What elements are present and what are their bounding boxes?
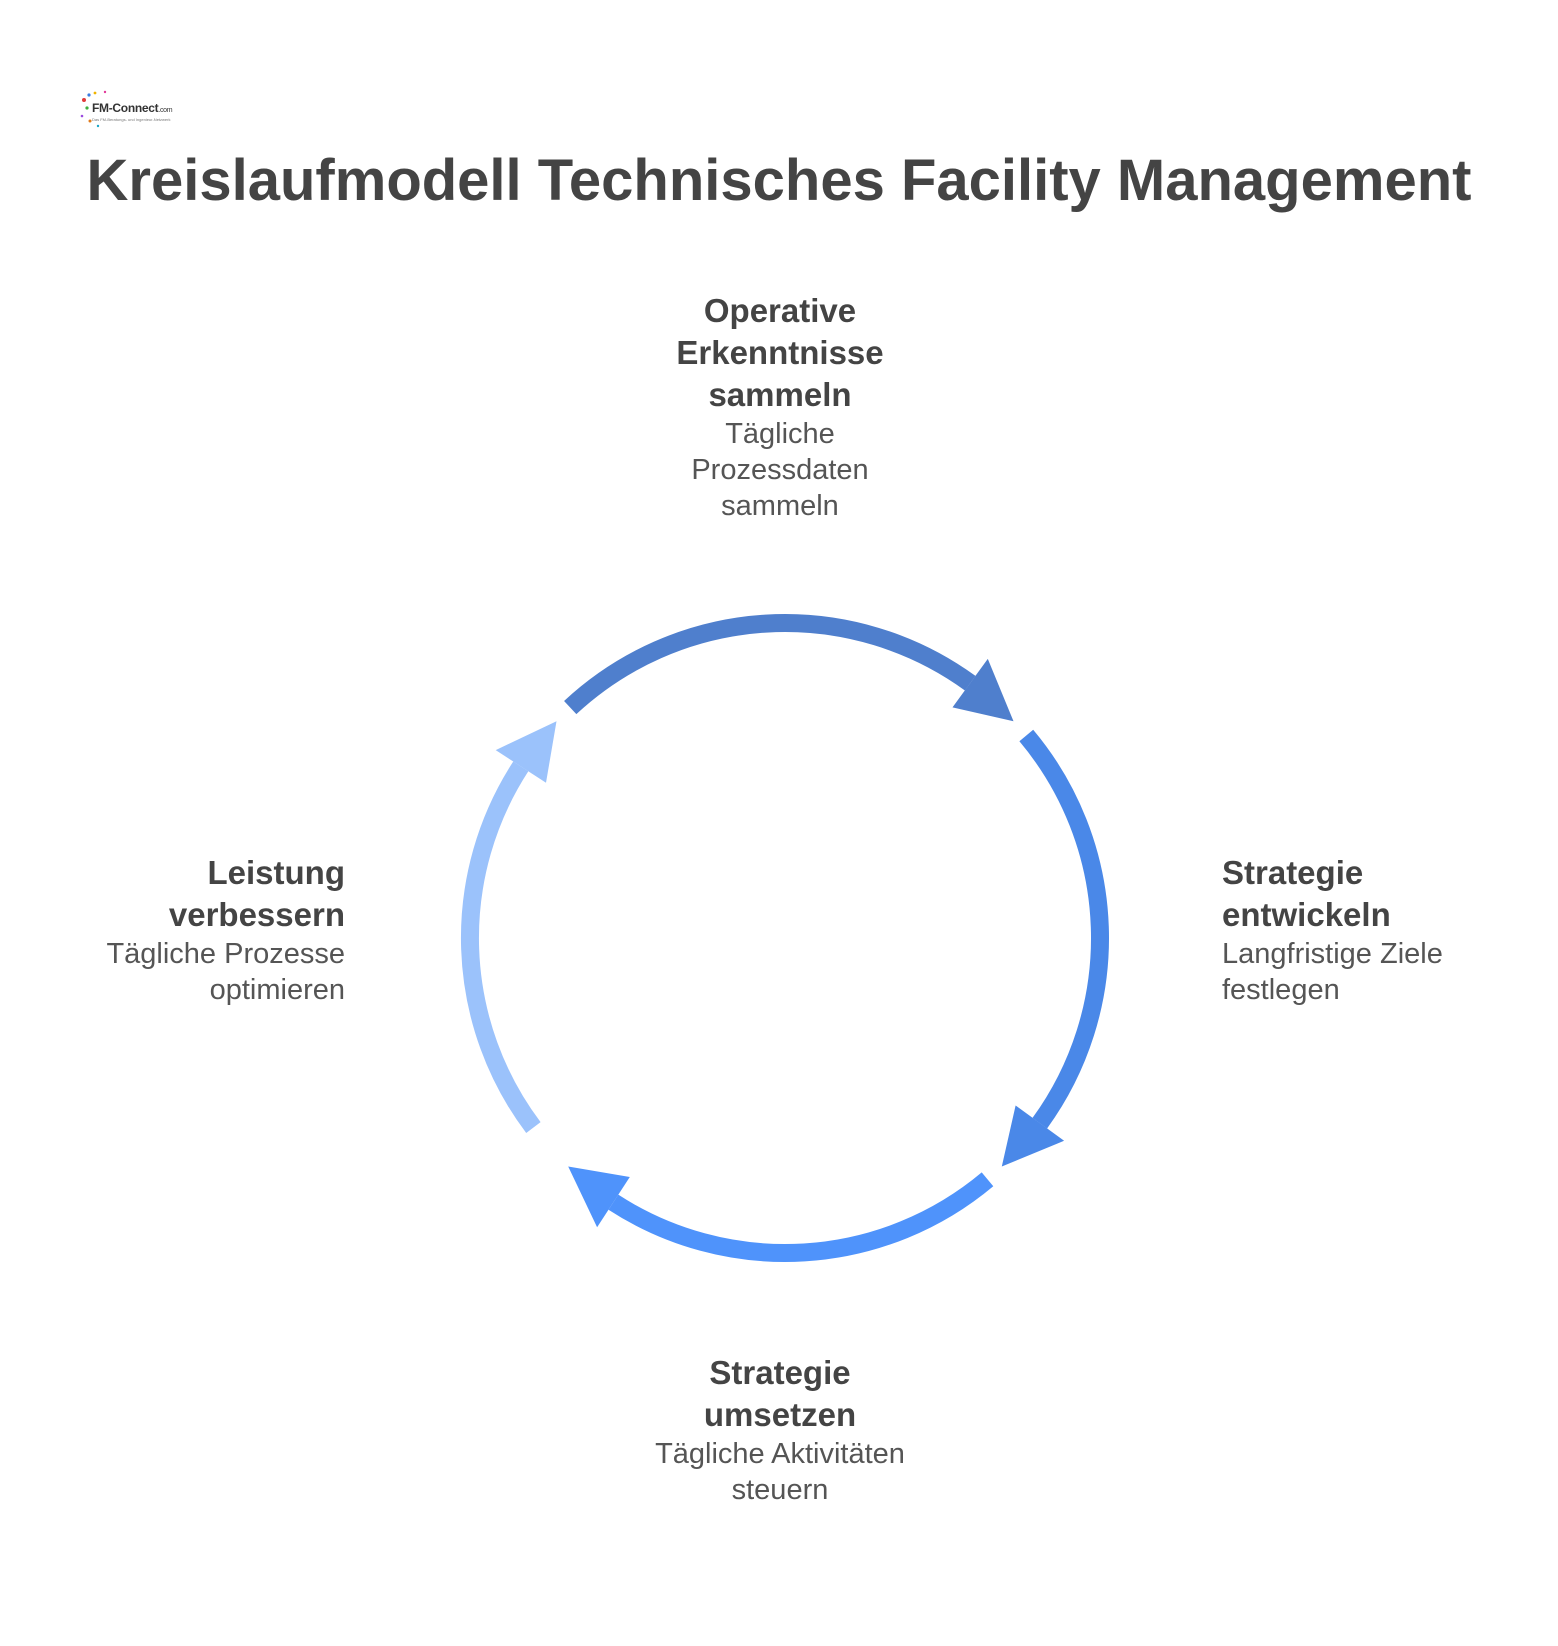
logo-graphic-icon	[80, 90, 107, 128]
step-implement-strategy: Strategie umsetzen Tägliche Aktivitäten …	[600, 1352, 960, 1508]
step-title: Leistung verbessern	[168, 854, 345, 933]
step-description: Langfristige Ziele festlegen	[1222, 938, 1443, 1006]
step-description: Tägliche Prozessdaten sammeln	[691, 418, 869, 522]
page-title: Kreislaufmodell Technisches Facility Man…	[86, 148, 1472, 213]
step-title: Operative Erkenntnisse sammeln	[676, 292, 884, 413]
brand-logo: FM-Connect.com Das FM-Beratungs- und Ing…	[78, 88, 173, 134]
step-title: Strategie umsetzen	[703, 1354, 857, 1433]
step-title: Strategie entwickeln	[1222, 854, 1391, 933]
arrow-top	[564, 614, 1014, 722]
logo-wordmark: FM-Connect.com	[92, 101, 173, 115]
step-develop-strategy: Strategie entwickeln Langfristige Ziele …	[1222, 852, 1542, 1008]
logo-tagline: Das FM-Beratungs- und Ingenieur-Netzwerk	[92, 117, 171, 122]
step-collect-insights: Operative Erkenntnisse sammeln Tägliche …	[600, 290, 960, 524]
step-description: Tägliche Aktivitäten steuern	[655, 1438, 905, 1506]
arrow-right	[1001, 729, 1109, 1167]
arrow-left	[460, 721, 557, 1134]
step-description: Tägliche Prozesse optimieren	[106, 938, 345, 1006]
arrow-bottom	[568, 1166, 994, 1262]
step-improve-performance: Leistung verbessern Tägliche Prozesse op…	[40, 852, 345, 1008]
